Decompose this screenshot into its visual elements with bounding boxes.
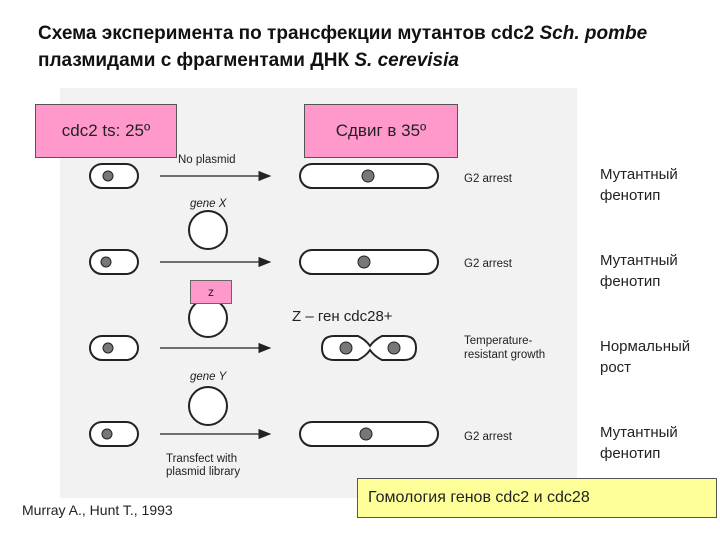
nucleus [359, 427, 373, 441]
slide-title: Схема эксперимента по трансфекции мутант… [38, 20, 708, 74]
transfect-label-1: Transfect with [166, 453, 237, 465]
g2-arrest-label: G2 arrest [464, 258, 513, 270]
no-plasmid-label: No plasmid [178, 154, 236, 166]
gene-y-label: gene Y [190, 371, 228, 383]
g2-arrest-label: G2 arrest [464, 431, 513, 443]
phenotype-row-2: Мутантный фенотип [600, 252, 678, 290]
homology-box: Гомология генов cdc2 и cdc28 [357, 478, 717, 518]
cell-before [89, 163, 139, 189]
citation: Murray A., Hunt T., 1993 [22, 502, 173, 518]
title-line-1: Схема эксперимента по трансфекции мутант… [38, 20, 708, 47]
title-text-2: плазмидами с фрагментами ДНК [38, 50, 355, 71]
nucleus [387, 341, 401, 355]
cell-before [89, 421, 139, 447]
dividing-cell [320, 335, 418, 361]
nucleus [339, 341, 353, 355]
temperature-box-25: cdc2 ts: 25º [35, 104, 177, 158]
nucleus [100, 256, 112, 268]
title-species-2: S. cerevisia [354, 50, 459, 71]
plasmid-ring [188, 210, 228, 250]
title-species-1: Sch. pombe [539, 23, 648, 44]
nucleus [102, 342, 114, 354]
z-gene-label: z [190, 280, 232, 304]
g2-arrest-label: G2 arrest [464, 173, 513, 185]
nucleus [357, 255, 371, 269]
cell-before [89, 335, 139, 361]
phenotype-row-1: Мутантный фенотип [600, 166, 678, 204]
title-text-1: Схема эксперимента по трансфекции мутант… [38, 23, 540, 44]
nucleus [101, 428, 113, 440]
row-no-plasmid: No plasmid G2 arrest [89, 154, 513, 189]
transfect-label-2: plasmid library [166, 466, 240, 478]
phenotype-row-3: Нормальный рост [600, 338, 691, 376]
cell-before [89, 249, 139, 275]
plasmid-ring [188, 386, 228, 426]
z-gene-note: Z – ген cdc28+ [292, 308, 393, 325]
title-line-2: плазмидами с фрагментами ДНК S. cerevisi… [38, 47, 708, 74]
nucleus [102, 170, 114, 182]
nucleus [361, 169, 375, 183]
plasmid-ring [188, 298, 228, 338]
row-gene-x: gene X G2 arrest [89, 198, 513, 275]
temp-resistant-label-2: resistant growth [464, 349, 545, 361]
gene-x-label: gene X [190, 198, 228, 210]
row-gene-y: gene Y G2 arrest [89, 371, 513, 447]
temp-resistant-label-1: Temperature- [464, 335, 533, 347]
phenotype-row-4: Мутантный фенотип [600, 424, 678, 462]
temperature-box-35: Сдвиг в 35º [304, 104, 458, 158]
row-gene-z: Temperature- resistant growth [89, 298, 545, 361]
